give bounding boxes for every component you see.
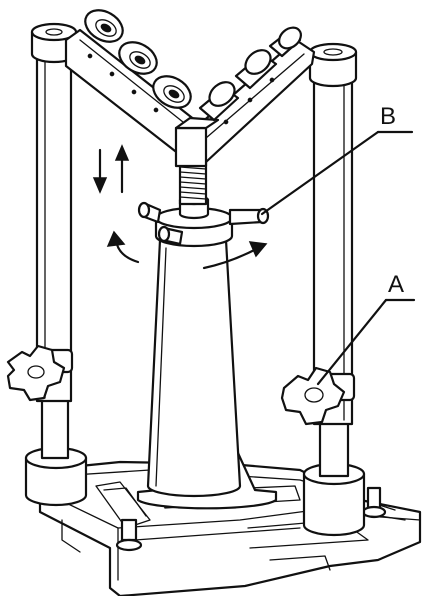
callout-a: A [316, 271, 416, 386]
left-star-knob [6, 344, 66, 402]
callout-b: B [260, 103, 414, 216]
left-column [24, 22, 88, 507]
callout-a-label: A [388, 271, 404, 298]
left-roller-3 [152, 75, 192, 109]
left-roller-1 [84, 9, 124, 43]
up-down-arrows-icon [92, 144, 130, 194]
right-roller-2 [234, 49, 278, 90]
callout-b-label: B [380, 103, 396, 130]
v-roller-frame [64, 9, 316, 168]
right-column [302, 42, 366, 537]
rotation-arrows-icon [106, 230, 268, 270]
right-roller-3 [268, 26, 302, 58]
left-roller-2 [118, 41, 158, 75]
right-roller-1 [198, 81, 240, 122]
right-star-knob [280, 366, 346, 426]
threaded-rod [178, 160, 208, 206]
cone-pedestal [136, 194, 278, 510]
